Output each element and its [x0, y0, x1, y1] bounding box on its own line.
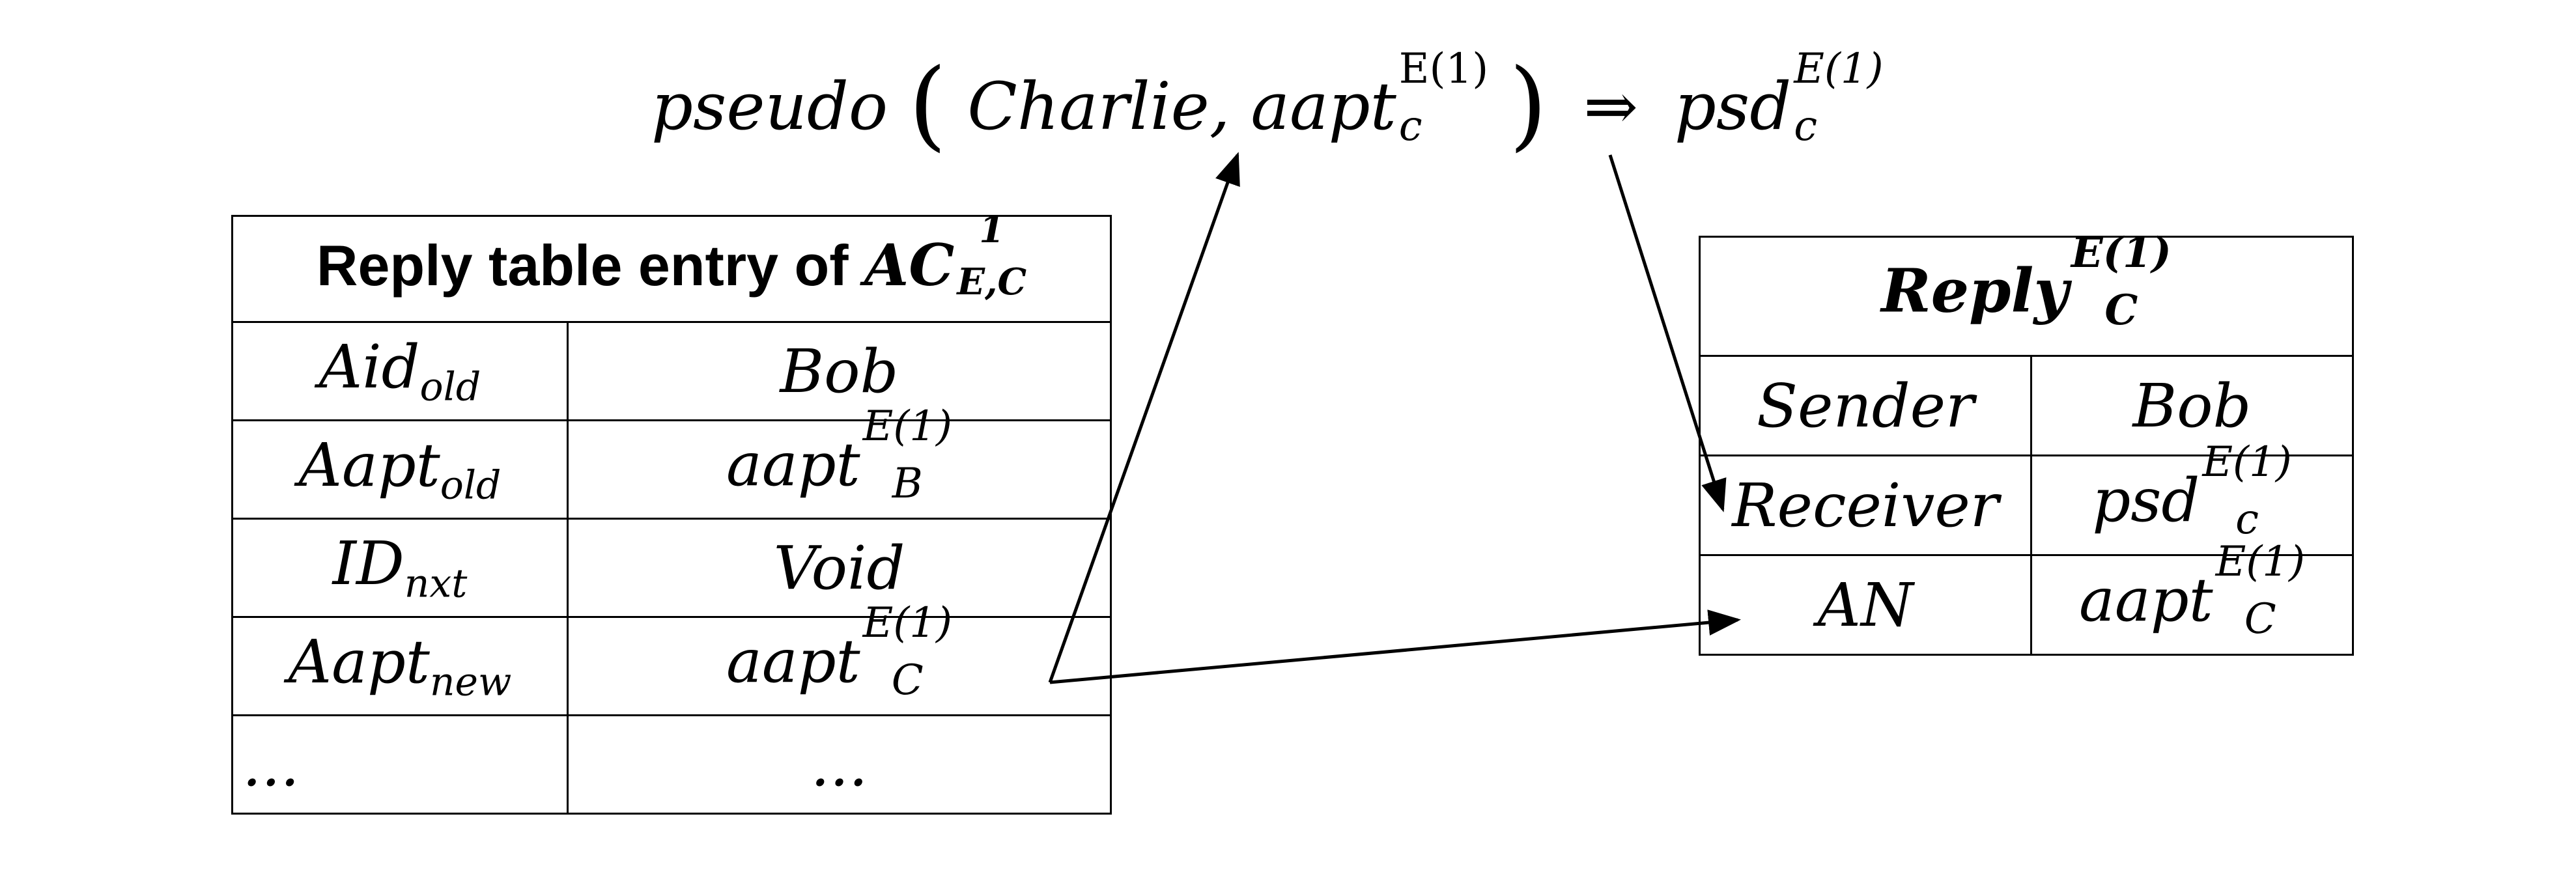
formula-result-sup: E(1): [1794, 45, 1884, 94]
formula-open-paren: (: [908, 48, 947, 161]
row-key: Aaptnew: [231, 616, 569, 716]
row-value: Void: [567, 518, 1112, 618]
arrow-aapt-to-an: [1049, 609, 1741, 684]
formula-arg1: Charlie,: [967, 68, 1230, 145]
row-key: Aidold: [231, 321, 569, 421]
formula-result: psd: [1674, 68, 1792, 145]
row-key: Aaptold: [231, 419, 569, 520]
formula-arg2-sub: c: [1398, 102, 1422, 151]
row-value: ...: [567, 714, 1112, 815]
reply-table-title-sub: E,C: [957, 260, 1027, 303]
arrow-aapt-to-formula: [1048, 152, 1240, 683]
row-key: AN: [1699, 554, 2032, 656]
formula-close-paren: ): [1508, 48, 1548, 161]
formula-arg2: aapt: [1251, 68, 1396, 145]
formula-function: pseudo: [651, 68, 888, 145]
row-key: Receiver: [1699, 454, 2032, 556]
table-row: Aidold Bob: [231, 321, 1112, 421]
reply-table-title-math: AC: [864, 231, 955, 300]
arrow-psd-to-receiver: [1608, 154, 1727, 512]
row-key: Sender: [1699, 355, 2032, 456]
reply-table-title-sup: 1: [979, 208, 1005, 251]
reply-table-title-text: Reply table entry of: [316, 233, 864, 298]
formula-arg2-sup: E(1): [1398, 45, 1489, 94]
formula-result-sub: c: [1794, 102, 1818, 151]
formula-implies-arrow: ⇒: [1583, 68, 1639, 145]
row-value: Bob: [2030, 355, 2354, 456]
row-value: Bob: [567, 321, 1112, 421]
table-row: IDnxt Void: [231, 518, 1112, 618]
row-key: IDnxt: [231, 518, 569, 618]
row-key: ...: [231, 714, 569, 815]
table-row: Sender Bob: [1699, 355, 2354, 456]
table-row: ... ...: [231, 714, 1112, 815]
